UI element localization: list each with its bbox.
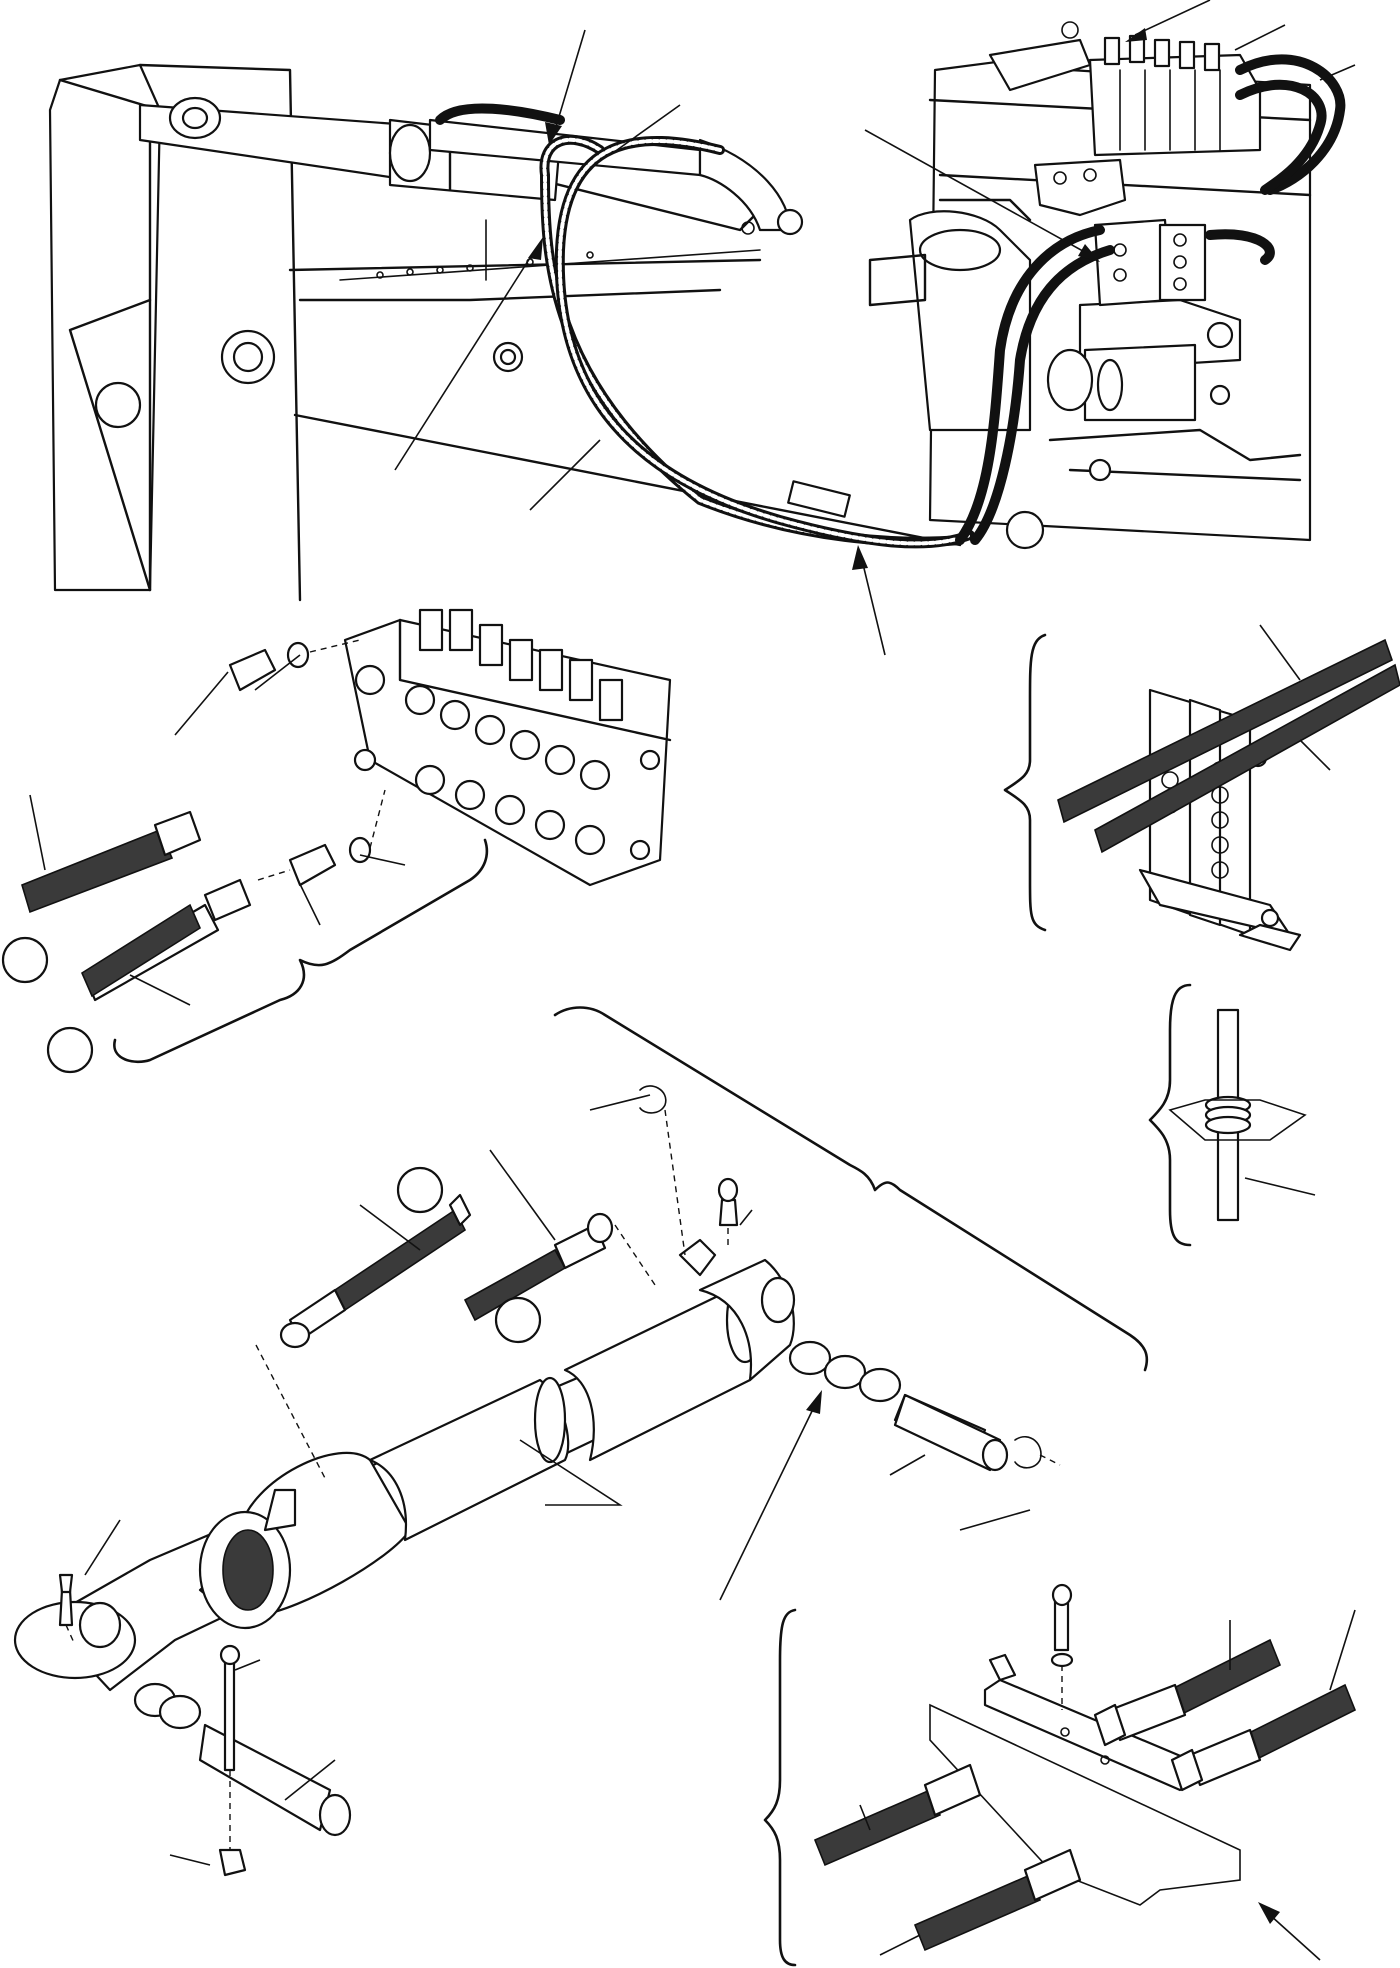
control-valve xyxy=(343,608,672,887)
detail-grommet xyxy=(1148,983,1316,1247)
boom-cylinder xyxy=(138,96,804,236)
brace-cylinder-group xyxy=(553,1006,1149,1372)
leader-lines-middle-left xyxy=(29,654,406,1006)
boom-hoses xyxy=(435,103,975,549)
valve-spools xyxy=(418,608,624,722)
cylinder-pins-bushings xyxy=(58,1085,1061,1877)
brace-valve-group xyxy=(113,838,489,1064)
valve-hoses xyxy=(1,810,252,1074)
leader-lines-top-left xyxy=(394,29,886,656)
leader-lines-centre xyxy=(84,1094,1031,1866)
chassis-hose-bracket xyxy=(955,218,1275,545)
hydraulic-cylinder xyxy=(13,1238,796,1692)
detail-hose-clamp xyxy=(763,1583,1357,1967)
cylinder-hoses xyxy=(255,1166,656,1481)
valve-ports xyxy=(404,684,611,856)
detail-bracket-clamp xyxy=(1003,624,1400,952)
top-valve-bank xyxy=(1088,34,1346,195)
leader-lines-top-right xyxy=(864,0,1356,262)
